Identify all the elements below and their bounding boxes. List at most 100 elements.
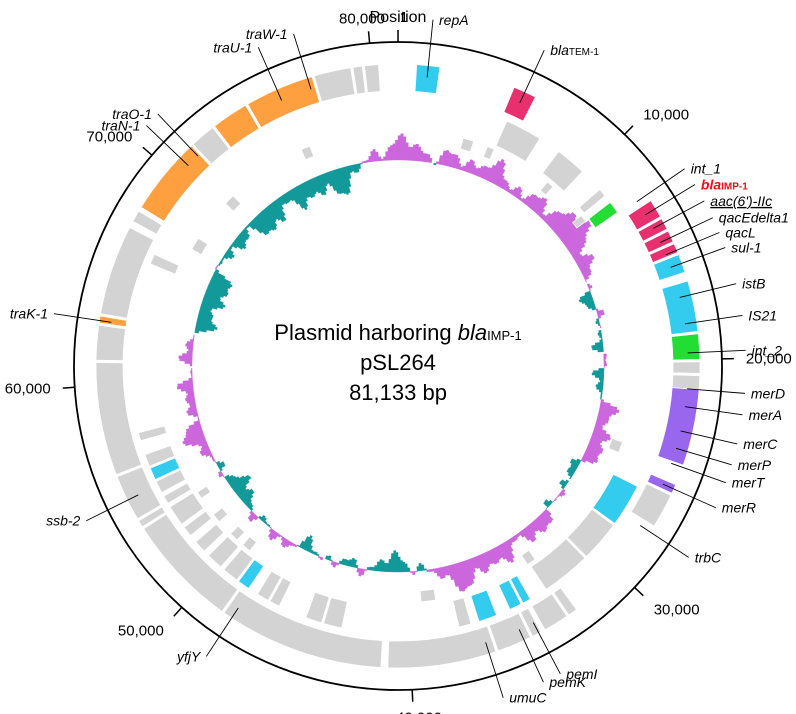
gc-positive-segment — [378, 156, 382, 162]
gc-negative-segment — [231, 474, 250, 490]
gene-label: repA — [439, 12, 469, 28]
position-axis-title: Position — [370, 9, 427, 26]
gc-positive-segment — [189, 363, 193, 367]
leader-line — [636, 168, 685, 202]
gene-feature-block — [539, 181, 554, 196]
gc-positive-segment — [197, 417, 200, 421]
gc-negative-segment — [597, 349, 604, 353]
gc-negative-segment — [228, 476, 240, 486]
gc-positive-segment — [603, 358, 606, 362]
gene-label: yfjY — [176, 648, 202, 664]
gene-feature-block — [352, 65, 366, 95]
gc-negative-segment — [263, 207, 277, 223]
gene-feature-block — [627, 200, 661, 231]
gene-feature-block — [300, 145, 315, 161]
leader-line — [687, 388, 745, 394]
gc-negative-segment — [239, 488, 254, 501]
gene-feature-block — [498, 579, 522, 611]
gene-feature-block — [637, 218, 668, 242]
leader-line — [687, 349, 746, 354]
gc-negative-segment — [586, 302, 595, 308]
gene-feature-block — [323, 597, 348, 629]
gc-negative-segment — [559, 481, 567, 488]
gc-positive-segment — [191, 375, 193, 379]
leader-line — [670, 247, 726, 268]
leader-line — [205, 607, 239, 657]
tick-mark — [173, 606, 183, 617]
gene-feature-block — [648, 243, 679, 264]
tick-label: 1 — [400, 9, 408, 26]
leader-line — [671, 462, 726, 484]
gene-feature-block — [531, 593, 568, 631]
gene-label: merR — [722, 500, 756, 516]
gene-feature-block — [495, 120, 541, 163]
gene-feature-block — [607, 437, 623, 453]
gene-feature-block — [387, 625, 497, 669]
leader-line — [293, 33, 312, 90]
gene-feature-block — [672, 361, 701, 374]
gc-negative-segment — [340, 167, 351, 194]
gene-feature-block — [670, 333, 701, 361]
gene-feature-block — [242, 536, 258, 552]
tick-label: 30,000 — [654, 602, 700, 619]
gene-label: merP — [738, 457, 772, 473]
gc-negative-segment — [418, 563, 423, 572]
gc-negative-segment — [400, 560, 403, 573]
gc-negative-segment — [338, 560, 343, 565]
gene-feature-track — [95, 64, 701, 669]
gene-feature-block — [149, 457, 181, 481]
tick-label: 50,000 — [118, 623, 164, 640]
gc-negative-segment — [407, 567, 411, 572]
gc-positive-segment — [552, 499, 555, 503]
gc-negative-segment — [587, 304, 596, 310]
gc-negative-segment — [316, 175, 327, 196]
gc-negative-segment — [578, 295, 593, 303]
gene-label: int_1 — [691, 161, 721, 177]
gene-feature-block — [169, 492, 204, 525]
gc-negative-segment — [545, 506, 549, 510]
gene-label: merD — [751, 385, 785, 401]
gc-positive-segment — [356, 567, 361, 573]
gc-negative-segment — [598, 377, 604, 381]
gc-positive-segment — [412, 571, 416, 575]
gene-feature-block — [195, 523, 225, 552]
plasmid-backbone-circle — [73, 41, 723, 691]
gc-negative-segment — [296, 184, 308, 202]
gc-positive-segment — [599, 325, 602, 329]
leader-line — [157, 113, 199, 157]
gene-feature-block — [671, 374, 701, 391]
gc-negative-segment — [238, 488, 250, 499]
gene-feature-block — [578, 188, 606, 214]
gc-negative-segment — [232, 476, 252, 492]
gene-feature-block — [223, 590, 383, 668]
gene-labels: repAblaTEM-1int_1blaIMP-1aac(6')-IIcqacE… — [10, 12, 789, 706]
gene-feature-block — [572, 214, 587, 229]
gene-feature-block — [132, 210, 163, 235]
gene-feature-block — [95, 324, 126, 362]
gene-label: IS21 — [748, 307, 777, 323]
gc-negative-segment — [325, 555, 329, 560]
gc-negative-segment — [252, 217, 270, 235]
gene-label: sul-1 — [731, 240, 761, 256]
gc-negative-segment — [390, 553, 394, 573]
gc-negative-segment — [214, 269, 220, 274]
gene-feature-block — [196, 485, 212, 499]
gc-negative-segment — [225, 250, 235, 258]
gc-positive-segment — [603, 360, 607, 364]
gc-negative-segment — [229, 475, 245, 488]
gc-content-track — [176, 133, 620, 592]
gc-positive-segment — [182, 380, 193, 384]
gc-negative-segment — [366, 566, 370, 571]
leader-line — [426, 19, 434, 78]
gc-positive-segment — [191, 368, 193, 372]
gene-feature-block — [503, 86, 536, 122]
gc-negative-segment — [208, 281, 229, 293]
gc-negative-segment — [196, 320, 216, 328]
gene-feature-block — [520, 549, 536, 566]
gc-negative-segment — [600, 391, 603, 395]
gc-negative-segment — [596, 386, 604, 391]
plasmid-size: 81,133 bp — [349, 380, 447, 405]
gc-negative-segment — [598, 368, 605, 371]
gc-negative-segment — [560, 485, 565, 490]
gc-negative-segment — [235, 237, 247, 247]
